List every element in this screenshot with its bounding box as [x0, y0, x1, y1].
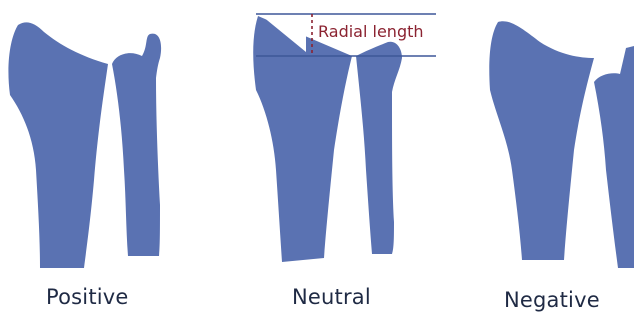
- negative-radius-bone: [489, 21, 594, 260]
- positive-radius-bone: [8, 22, 108, 268]
- negative-label: Negative: [504, 288, 600, 312]
- positive-label: Positive: [46, 285, 129, 309]
- radial-length-label: Radial length: [318, 22, 424, 41]
- neutral-radius-bone: [253, 16, 352, 262]
- neutral-ulna-bone: [356, 42, 402, 254]
- positive-ulna-bone: [112, 34, 161, 256]
- neutral-label: Neutral: [292, 285, 371, 309]
- neutral-variance-group: [253, 16, 402, 262]
- negative-ulna-bone: [594, 46, 634, 268]
- negative-variance-group: [489, 21, 634, 268]
- positive-variance-group: [8, 22, 161, 268]
